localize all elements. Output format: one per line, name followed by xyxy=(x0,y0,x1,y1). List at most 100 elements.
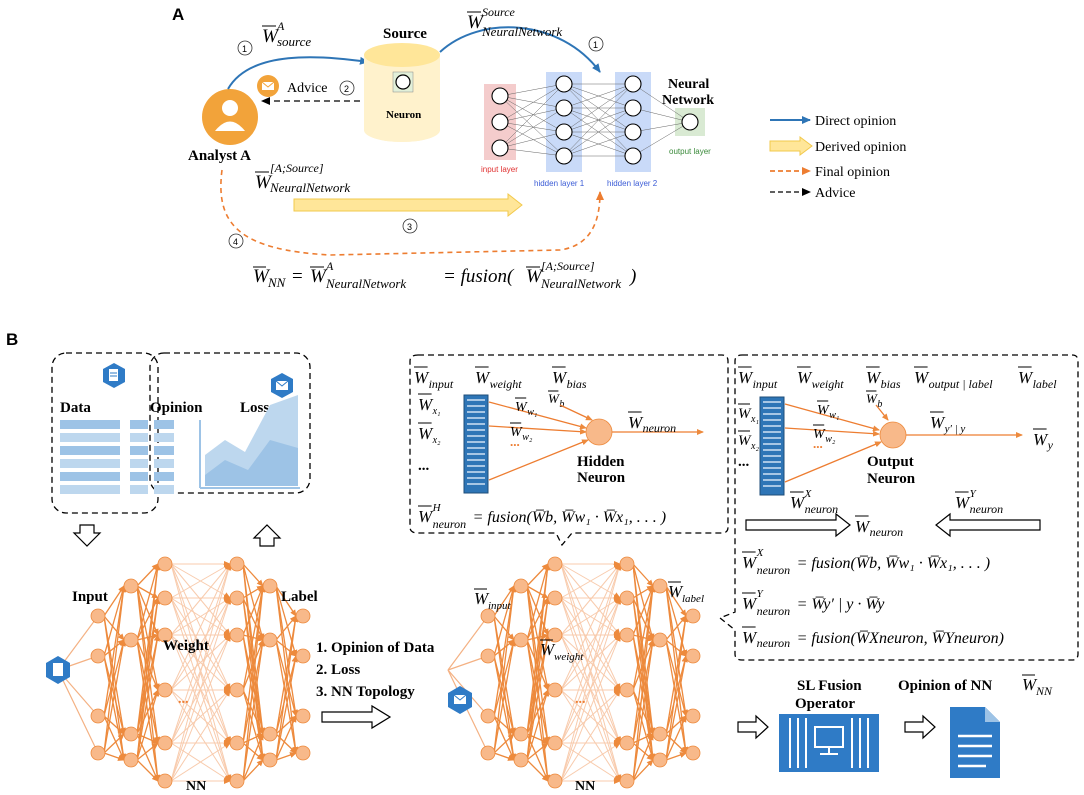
mini-nn-node xyxy=(555,123,573,141)
nn-edge xyxy=(275,585,299,717)
mini-nn-edge xyxy=(499,95,565,133)
nn-edge xyxy=(560,634,621,782)
nn-edge xyxy=(275,585,297,617)
nn-edge xyxy=(170,689,231,782)
nn-edge xyxy=(526,689,550,761)
step-3: 3 xyxy=(407,222,412,232)
hb-formula-body: = fusion(W̅b, W̅w₁ · W̅x₁, . . . ) xyxy=(473,509,666,526)
nn-edge xyxy=(136,689,160,761)
computer-icon xyxy=(779,714,879,772)
formula-a: W NN = W A NeuralNetwork = fusion( W [A;… xyxy=(253,259,636,291)
opinion-nn-w: W xyxy=(1022,675,1038,694)
hb-w-weight: W xyxy=(475,368,491,387)
ob-f3-w: W xyxy=(742,628,758,647)
ob-w-w1-sub: w₁ xyxy=(829,410,839,421)
step-text-3: 3. NN Topology xyxy=(316,684,415,700)
ob-f2-sup: Y xyxy=(757,588,765,600)
mail-icon xyxy=(271,373,293,398)
hb-weight-arrow-1 xyxy=(488,401,587,430)
input-label: Input xyxy=(72,589,108,605)
nn-edge xyxy=(136,639,160,744)
ellipsis-right: ... xyxy=(575,692,586,707)
nn-node xyxy=(295,745,311,761)
nn-edge xyxy=(170,563,231,636)
neuron-label: Neuron xyxy=(386,109,421,121)
analyst-label: Analyst A xyxy=(188,148,251,164)
mini-nn-edge xyxy=(632,107,691,123)
nn-node xyxy=(157,627,173,643)
ellipsis-left: ... xyxy=(178,692,189,707)
nn-node xyxy=(90,708,106,724)
hb-w-x2-sub: x₂ xyxy=(432,435,441,446)
source-title: Source xyxy=(383,26,427,42)
step-4: 4 xyxy=(233,237,238,247)
mini-nn-edge xyxy=(499,107,565,123)
nn-node xyxy=(157,773,173,789)
data-table-cell xyxy=(130,459,148,468)
step-2: 2 xyxy=(344,84,349,94)
hb-w-weight-sub: weight xyxy=(490,377,523,391)
ob-dots-left: ... xyxy=(738,454,750,470)
hb-formula-w: W xyxy=(418,507,434,526)
legend-derived-swatch xyxy=(769,136,813,156)
panel-a-label: A xyxy=(172,5,184,24)
hb-w-neuron-sub: neuron xyxy=(643,421,677,435)
mini-nn-node xyxy=(624,99,642,117)
nn-edge xyxy=(526,597,551,761)
nn-node xyxy=(547,627,563,643)
nn-node xyxy=(90,745,106,761)
hb-w-w1-sub: w₁ xyxy=(527,407,537,418)
nn-node xyxy=(229,627,245,643)
nn-node xyxy=(480,648,496,664)
ob-w-outlabel-sub: output | label xyxy=(929,377,994,391)
legend-final-label: Final opinion xyxy=(815,165,890,180)
hb-formula-sub: neuron xyxy=(433,517,467,531)
nn-edge xyxy=(560,563,621,636)
direct-opinion-arrow-2 xyxy=(439,26,601,73)
nn-edge xyxy=(242,759,264,782)
source-cylinder xyxy=(364,43,440,142)
ob-f1-sub: neuron xyxy=(757,563,791,577)
nn-edge xyxy=(560,563,621,744)
nn-edge xyxy=(632,585,656,782)
nn-edge xyxy=(665,752,687,761)
nn-edge xyxy=(493,585,517,754)
hb-w-x2: W xyxy=(418,424,434,443)
advice-label: Advice xyxy=(287,81,327,96)
mini-nn-edge xyxy=(499,121,565,133)
nn-edge xyxy=(560,597,621,744)
data-table-cell xyxy=(130,485,148,494)
data-table-cell xyxy=(60,446,120,455)
ob-w-weight: W xyxy=(797,368,813,387)
nn-node xyxy=(619,556,635,572)
sl-fusion-title-1: SL Fusion xyxy=(797,678,862,694)
formula-lhs-sub: NN xyxy=(267,275,287,290)
nn-edge xyxy=(493,752,515,761)
nn-node xyxy=(652,726,668,742)
nn-edge xyxy=(526,742,549,761)
mini-nn-edge xyxy=(563,107,634,157)
nn-edge xyxy=(560,689,621,782)
nn-edge xyxy=(170,689,231,744)
nn-edge xyxy=(665,655,688,735)
data-table-cell xyxy=(154,446,174,455)
nn-left xyxy=(57,556,311,789)
nn-edge xyxy=(170,634,231,691)
w-source-sup: A xyxy=(276,19,285,33)
data-table-cell xyxy=(154,472,174,481)
ob-w-neuronX: W xyxy=(790,493,806,512)
ob-w-weight-sub: weight xyxy=(812,377,845,391)
mini-nn-edge xyxy=(632,121,691,133)
nn-edge xyxy=(136,563,161,761)
nn-w-label-sub: label xyxy=(682,593,704,605)
nn-edge xyxy=(560,634,621,691)
nn-edge xyxy=(493,715,515,735)
ob-f1-w: W xyxy=(742,553,758,572)
mini-nn-edge xyxy=(499,83,565,97)
ob-w-y-sub: y xyxy=(1047,438,1054,452)
nn-edge xyxy=(665,585,689,754)
hb-w-w1: W xyxy=(515,400,528,415)
nn-edge xyxy=(242,733,264,782)
derived-sup: [A;Source] xyxy=(270,161,324,175)
nn-edge xyxy=(632,639,655,744)
